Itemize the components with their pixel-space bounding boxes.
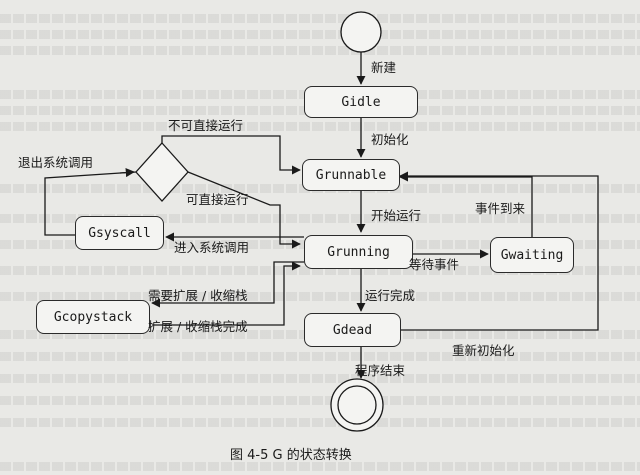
background-text-line [0, 396, 640, 405]
node-gwaiting: Gwaiting [490, 237, 574, 273]
label-exit-syscall: 退出系统调用 [18, 155, 94, 170]
background-text-line [0, 30, 640, 39]
edge-expand-done [152, 261, 301, 326]
label-direct-run: 可直接运行 [186, 192, 249, 207]
edge-need-expand [151, 261, 304, 308]
background-text-line [0, 266, 640, 275]
node-grunning: Grunning [304, 235, 413, 269]
node-gidle: Gidle [304, 86, 418, 118]
background-text-line [0, 214, 640, 223]
label-expand-done: 扩展 / 收缩栈完成 [148, 319, 248, 334]
figure-caption: 图 4-5 G 的状态转换 [230, 448, 352, 463]
label-start-run: 开始运行 [371, 208, 422, 223]
label-enter-syscall: 进入系统调用 [174, 240, 250, 255]
node-grunnable: Grunnable [302, 159, 400, 191]
label-reinit: 重新初始化 [452, 343, 515, 358]
edge-direct-run [187, 171, 301, 249]
background-text-line [0, 462, 640, 471]
background-text-line [0, 122, 640, 131]
node-gcopystack: Gcopystack [36, 300, 150, 334]
background-text-line [0, 352, 640, 361]
label-exit-program: 程序结束 [355, 363, 406, 378]
label-wait-event: 等待事件 [409, 257, 460, 272]
end-node-inner [337, 385, 377, 425]
background-text-line [0, 374, 640, 383]
start-node [340, 11, 382, 53]
edge-exit-syscall-head [119, 168, 135, 178]
label-create: 新建 [371, 60, 397, 75]
node-gdead: Gdead [304, 313, 401, 347]
background-text-line [0, 292, 640, 301]
label-event-arrive: 事件到来 [475, 201, 526, 216]
edge-reinit [399, 171, 599, 331]
background-text-line [0, 418, 640, 427]
edge-not-direct-run [161, 135, 301, 175]
background-text-line [0, 46, 640, 55]
node-gsyscall: Gsyscall [75, 216, 164, 250]
background-text-line [0, 14, 640, 23]
edge-event-arrive [399, 172, 533, 237]
label-not-direct-run: 不可直接运行 [168, 118, 244, 133]
label-run-done: 运行完成 [365, 288, 416, 303]
decision-diamond [135, 142, 189, 202]
label-need-expand: 需要扩展 / 收缩栈 [148, 288, 248, 303]
edge-exit-syscall [44, 171, 137, 236]
label-init: 初始化 [371, 132, 409, 147]
